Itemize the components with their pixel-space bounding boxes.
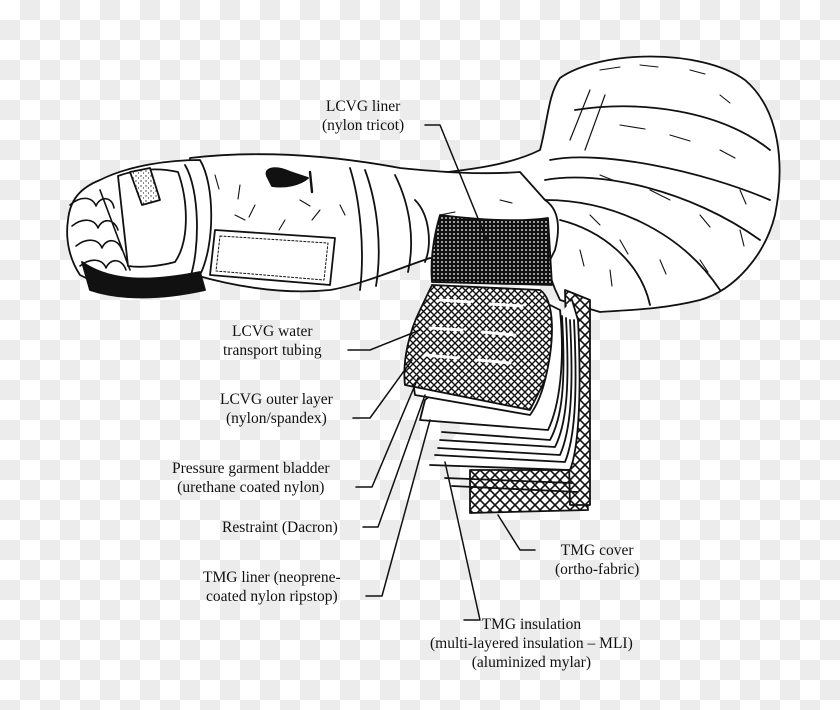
label-lcvg-tubing: LCVG water transport tubing — [223, 323, 322, 359]
label-tmg-insulation: TMG insulation (multi-layered insulation… — [430, 616, 633, 671]
glove-section — [66, 159, 213, 299]
leader-lines — [347, 124, 536, 621]
label-lcvg-outer-layer: LCVG outer layer (nylon/spandex) — [220, 391, 333, 427]
label-tmg-cover: TMG cover (ortho-fabric) — [555, 542, 640, 578]
shoulder-section — [419, 55, 781, 313]
layer-stack — [403, 214, 591, 514]
label-tmg-liner: TMG liner (neoprene- coated nylon ripsto… — [203, 569, 341, 605]
label-pressure-bladder: Pressure garment bladder (urethane coate… — [172, 460, 330, 496]
label-restraint: Restraint (Dacron) — [222, 519, 338, 536]
label-lcvg-liner: LCVG liner (nylon tricot) — [322, 98, 405, 134]
